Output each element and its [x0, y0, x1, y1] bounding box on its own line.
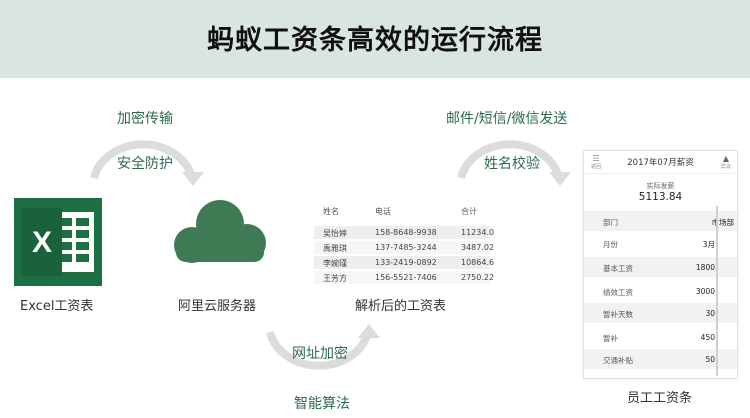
table-cell: 王芳方	[323, 274, 347, 283]
table-cell: 10864.6	[461, 258, 495, 267]
item-value: 50	[705, 355, 715, 364]
cloud-caption: 阿里云服务器	[178, 299, 257, 314]
list-item: 暂补 450	[584, 327, 737, 347]
table-cell: 吴怡婷	[323, 229, 347, 238]
table-header-total: 合计	[461, 207, 477, 216]
list-item: 月份 3月	[584, 233, 737, 253]
grid-icon: ☰	[592, 154, 600, 163]
table-row: 禹雅琪 137-7485-3244 3487.02	[314, 241, 494, 254]
url-encrypt-label: 网址加密	[292, 346, 348, 362]
table-cell: 133-2419-0892	[375, 258, 437, 267]
phone-header: ☰ 返回 2017年07月薪资 ▲ 异议	[584, 151, 737, 174]
smart-algorithm-label: 智能算法	[294, 396, 350, 412]
list-item: 部门 市场部	[584, 211, 737, 231]
table-row: 吴怡婷 158-8648-9938 11234.0	[314, 226, 494, 239]
item-key: 部门	[603, 218, 618, 227]
send-channels-label: 邮件/短信/微信发送	[446, 111, 568, 127]
item-key: 暂补天数	[603, 310, 633, 319]
item-key: 绩效工资	[603, 288, 633, 297]
table-header-name: 姓名	[323, 207, 339, 216]
warning-icon: ▲	[722, 154, 730, 163]
item-key: 交通补贴	[603, 356, 633, 365]
table-cell: 2750.22	[461, 273, 495, 282]
item-value: 1800	[695, 263, 715, 272]
arc-arrow-icon	[266, 324, 380, 370]
sum-label: 实际发薪	[646, 182, 675, 190]
table-cell: 禹雅琪	[323, 244, 347, 253]
item-value: 30	[705, 309, 715, 318]
phone-salary-slip: ☰ 返回 2017年07月薪资 ▲ 异议 实际发薪 5113.84 部门 市场部…	[583, 150, 738, 379]
item-key: 暂补	[603, 334, 618, 343]
scrollbar[interactable]	[716, 206, 718, 376]
excel-caption: Excel工资表	[20, 299, 94, 314]
table-row: 李婉瑾 133-2419-0892 10864.6	[314, 256, 494, 269]
item-value: 3000	[695, 287, 715, 296]
name-verify-label: 姓名校验	[484, 156, 540, 172]
objection-label: 异议	[720, 164, 731, 170]
list-item: 绩效工资 3000	[584, 281, 737, 301]
secure-protect-label: 安全防护	[117, 156, 173, 172]
item-value: 3月	[702, 240, 715, 249]
header-banner	[0, 0, 750, 78]
table-cell: 156-5521-7406	[375, 273, 437, 282]
cloud-icon	[174, 200, 266, 263]
table-header-row: 姓名 电话 合计	[314, 204, 490, 218]
phone-title: 2017年07月薪资	[627, 158, 694, 168]
arc-arrow-icon	[90, 140, 204, 186]
objection-button[interactable]: ▲ 异议	[720, 154, 732, 170]
excel-icon: X	[14, 198, 102, 286]
parsed-table: 姓名 电话 合计 吴怡婷 158-8648-9938 11234.0 禹雅琪 1…	[314, 197, 494, 289]
back-label: 返回	[590, 164, 601, 170]
back-button[interactable]: ☰ 返回	[589, 154, 603, 170]
table-cell: 158-8648-9938	[375, 228, 437, 237]
table-row: 王芳方 156-5521-7406 2750.22	[314, 271, 494, 284]
table-cell: 137-7485-3244	[375, 243, 437, 252]
table-header-phone: 电话	[375, 207, 391, 216]
list-item: 交通补贴 50	[584, 349, 737, 369]
table-cell: 11234.0	[461, 228, 495, 237]
table-cell: 李婉瑾	[323, 259, 347, 268]
excel-letter: X	[32, 226, 52, 259]
item-value: 450	[700, 333, 715, 342]
arc-arrow-icon	[457, 140, 571, 186]
list-item: 基本工资 1800	[584, 257, 737, 277]
item-key: 月份	[603, 240, 618, 249]
item-value: 市场部	[711, 218, 735, 227]
list-item: 暂补天数 30	[584, 303, 737, 323]
item-key: 基本工资	[603, 264, 633, 273]
table-cell: 3487.02	[461, 243, 495, 252]
encrypt-transfer-label: 加密传输	[117, 111, 173, 127]
employee-caption: 员工工资条	[627, 391, 693, 406]
sum-value: 5113.84	[638, 191, 683, 203]
page-title: 蚂蚁工资条高效的运行流程	[207, 25, 543, 56]
parsed-caption: 解析后的工资表	[355, 299, 447, 314]
